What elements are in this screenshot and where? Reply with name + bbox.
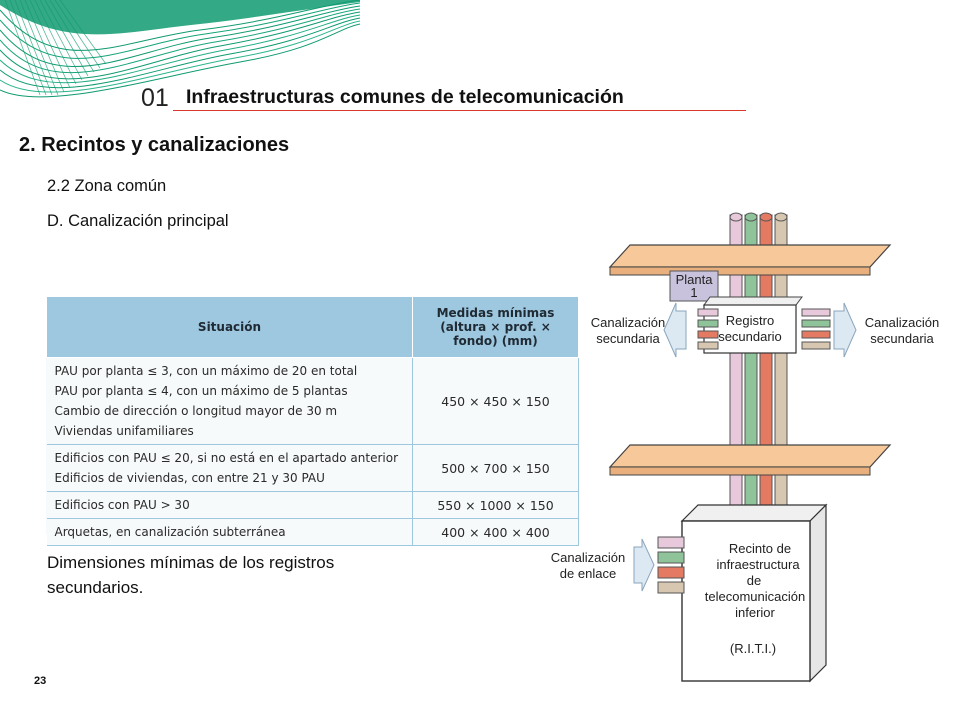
vertical-pipes [729,212,788,516]
table-row: Edificios con PAU ≤ 20, si no está en el… [46,444,579,492]
planta-label: Planta 1 [669,270,719,302]
item-title: D. Canalización principal [47,212,229,230]
svg-text:de enlace: de enlace [560,566,616,581]
table-caption: Dimensiones mínimas de los registros sec… [47,553,335,597]
situation-cell: Edificios con PAU ≤ 20, si no está en el… [46,444,413,492]
situation-cell: Arquetas, en canalización subterránea [46,518,413,546]
situation-header: Situación [46,296,413,358]
label-canalizacion-secundaria-left: Canalización [591,315,665,330]
riti-box: Recinto de infraestructura de telecomuni… [680,503,828,683]
svg-text:infraestructura: infraestructura [716,557,800,572]
canalizacion-diagram: Planta 1 Registro secundario Canalizació… [551,212,939,683]
subsection-title: 2.2 Zona común [47,177,167,195]
header-wave-graphic [0,0,360,98]
chapter-title: Infraestructuras comunes de telecomunica… [186,86,624,108]
floor-slab-top [608,244,892,276]
table-header-row: Situación Medidas mínimas (altura × prof… [46,296,579,358]
svg-text:(R.I.T.I.): (R.I.T.I.) [730,641,776,656]
measure-cell: 450 × 450 × 150 [412,357,579,445]
registro-secundario-box: Registro secundario [703,296,803,354]
svg-text:de: de [747,573,761,588]
svg-text:secundaria: secundaria [870,331,934,346]
section-title: 2. Recintos y canalizaciones [19,134,290,156]
table-row: Arquetas, en canalización subterránea 40… [46,518,579,546]
table-row: PAU por planta ≤ 3, con un máximo de 20 … [46,357,579,445]
title-divider [173,110,746,111]
enlace-pipes [657,536,685,594]
secondary-pipes-right [801,308,831,350]
label-canalizacion-enlace: Canalización [551,550,625,565]
situation-cell: PAU por planta ≤ 3, con un máximo de 20 … [46,357,413,445]
measure-cell: 400 × 400 × 400 [412,518,579,546]
svg-text:inferior: inferior [735,605,775,620]
situation-cell: Edificios con PAU > 30 [46,491,413,519]
svg-text:Registro: Registro [726,313,774,328]
measures-header: Medidas mínimas (altura × prof. × fondo)… [412,296,579,358]
arrow-enlace-icon [633,538,655,592]
measure-cell: 550 × 1000 × 150 [412,491,579,519]
arrow-left-icon [663,302,687,358]
page-number: 23 [34,675,47,687]
svg-text:1: 1 [690,285,697,300]
measure-cell: 500 × 700 × 150 [412,444,579,492]
svg-text:telecomunicación: telecomunicación [705,589,805,604]
svg-text:secundaria: secundaria [596,331,660,346]
table-row: Edificios con PAU > 30 550 × 1000 × 150 [46,491,579,519]
svg-text:Recinto de: Recinto de [729,541,791,556]
svg-text:secundario: secundario [718,329,782,344]
requirements-table: Situación Medidas mínimas (altura × prof… [46,296,579,546]
arrow-right-icon [833,302,857,358]
svg-text:Planta: Planta [676,272,714,287]
label-canalizacion-secundaria-right: Canalización [865,315,939,330]
floor-slab-bottom [608,444,892,476]
secondary-pipes-left [697,308,719,350]
chapter-number: 01 [141,84,169,112]
